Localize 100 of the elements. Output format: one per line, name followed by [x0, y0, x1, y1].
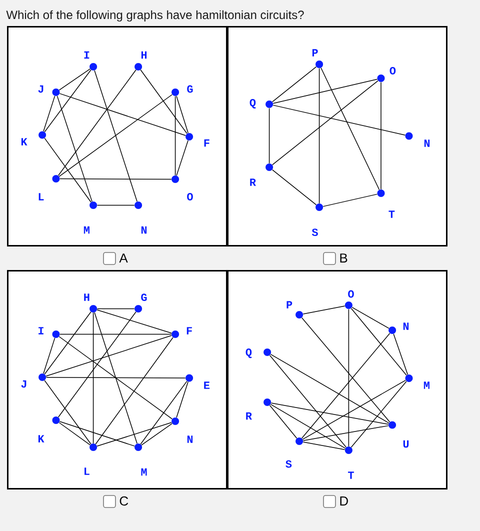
graph-edge [46, 376, 186, 378]
graph-edge [302, 306, 346, 314]
graph-edge [140, 70, 188, 134]
graph-edge [301, 332, 390, 439]
graph-edge [58, 422, 90, 446]
vertex-label: N [424, 140, 430, 147]
graph-edge [92, 312, 94, 444]
graph-edge [96, 204, 135, 206]
vertex-label: G [141, 294, 147, 302]
vertex-label: O [390, 66, 396, 74]
vertex-label: T [348, 472, 354, 479]
graph-edge [43, 338, 56, 374]
graph-edge [322, 194, 378, 207]
vertex-label: N [141, 226, 147, 234]
vertex-label: M [141, 468, 147, 476]
graph-edge [302, 380, 406, 440]
graph-edge [348, 308, 350, 447]
graph-edge [318, 68, 320, 204]
graph-edge [272, 169, 317, 206]
vertex-label: E [204, 382, 210, 389]
vertex-label: F [186, 327, 192, 334]
vertex-label: H [141, 51, 147, 59]
graph-edge [43, 96, 56, 132]
graph-edge [268, 108, 270, 164]
graph-edge [302, 442, 346, 450]
graph-edge [59, 421, 135, 446]
graph-edge [320, 68, 380, 190]
graph-edge [58, 94, 172, 177]
graph-edge [269, 404, 298, 439]
graph-edge [44, 312, 92, 374]
vertex-label: U [403, 440, 409, 448]
option-label: C [120, 496, 128, 506]
vertex-label: R [250, 178, 256, 186]
graph-edge [174, 96, 176, 176]
vertex-label: G [187, 85, 193, 93]
vertex-label: I [38, 327, 44, 334]
graph-edge [58, 70, 136, 176]
vertex-label: L [84, 468, 90, 475]
vertex-label: P [286, 301, 292, 308]
graph-edge [352, 306, 390, 329]
graph-edge [94, 312, 138, 444]
graph-edge [60, 334, 172, 335]
vertex-label: S [312, 228, 318, 236]
vertex-label: J [21, 380, 26, 388]
graph-edge [301, 317, 390, 422]
graph-edge [94, 70, 138, 202]
graph-edge [58, 68, 90, 90]
graph-edge [141, 423, 172, 446]
option-label: D [340, 496, 348, 506]
vertex-label: J [38, 85, 44, 93]
graph-edge [272, 66, 317, 102]
vertex-label: O [187, 192, 193, 200]
option-label: A [119, 254, 128, 262]
graph-edge [58, 312, 136, 418]
vertex-label: I [84, 51, 90, 59]
graph-edge [393, 334, 408, 375]
vertex-label: P [312, 49, 318, 56]
graph-edge [272, 78, 378, 104]
vertex-label: K [21, 138, 28, 146]
graph-edge [96, 422, 172, 446]
vertex-label: M [424, 382, 430, 389]
graph-edge [350, 308, 407, 376]
graph-edge [176, 96, 188, 134]
graph-edge [272, 104, 406, 136]
vertex-label: K [38, 435, 44, 442]
vertex-label: H [84, 294, 90, 301]
vertex-label: R [246, 412, 252, 420]
vertex-label: L [38, 193, 44, 200]
graph-edge [96, 310, 172, 334]
graph-edge [176, 381, 188, 418]
vertex-label: T [388, 210, 395, 218]
graph-edge [95, 337, 174, 444]
vertex-label: N [187, 436, 193, 443]
graph-edge [44, 380, 92, 444]
question-text: Which of the following graphs have hamiltonian circuits? [6, 10, 304, 22]
graph-edge [58, 336, 172, 420]
vertex-label: N [403, 322, 409, 330]
graph-edge [270, 354, 390, 424]
graph-edge [60, 178, 172, 180]
graph-edge [96, 308, 135, 310]
graph-edge [350, 380, 407, 448]
graph-edge [272, 80, 378, 166]
graph-edge [270, 404, 346, 449]
graph-edge [44, 138, 92, 202]
vertex-label: S [286, 460, 292, 468]
graph-edge [140, 380, 188, 444]
option-label: B [340, 254, 348, 262]
graph-edge [302, 425, 389, 441]
graph-edge [380, 82, 382, 190]
graph-edge [269, 354, 347, 448]
graph-edge [46, 335, 172, 376]
graph-edge [59, 93, 186, 136]
graph-edge [176, 140, 188, 176]
vertex-label: M [84, 226, 90, 234]
vertex-label: O [348, 290, 354, 298]
graph-edge [270, 402, 389, 425]
vertex-label: Q [250, 98, 256, 108]
vertex-label: Q [246, 348, 252, 358]
vertex-label: F [204, 139, 210, 147]
graph-edge [56, 96, 92, 202]
